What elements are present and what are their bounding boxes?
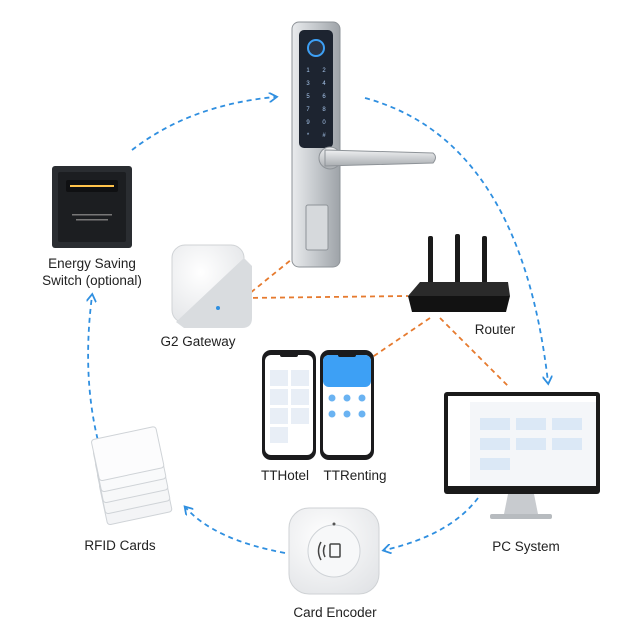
arrow-lock-to-pc <box>364 97 548 382</box>
svg-text:6: 6 <box>322 94 326 100</box>
svg-text:4: 4 <box>322 81 326 87</box>
svg-text:*: * <box>307 133 310 139</box>
arrow-pc-to-encoder <box>385 497 479 550</box>
smart-lock-image: 1 2 3 4 5 6 7 8 9 0 * # <box>291 21 436 268</box>
svg-text:8: 8 <box>322 107 326 113</box>
pc-system-image <box>444 392 600 519</box>
svg-text:2: 2 <box>322 68 326 74</box>
svg-text:0: 0 <box>322 120 326 126</box>
ttrenting-label: TTRenting <box>323 468 387 483</box>
ttrenting-phone-image <box>320 350 374 460</box>
cycle-arrows <box>88 97 548 553</box>
link-router-to-pc <box>439 317 511 389</box>
contactless-icon <box>317 541 341 561</box>
rfid-cards-image <box>91 426 173 526</box>
link-router-to-apps <box>367 317 431 361</box>
svg-text:9: 9 <box>306 120 310 126</box>
svg-text:#: # <box>322 133 326 139</box>
svg-text:1: 1 <box>306 68 310 74</box>
card-encoder-image <box>288 507 380 595</box>
tthotel-phone-image <box>262 350 316 460</box>
svg-text:7: 7 <box>306 107 310 113</box>
svg-text:3: 3 <box>306 81 310 87</box>
g2-gateway-label: G2 Gateway <box>160 334 236 349</box>
g2-gateway-image <box>171 244 252 328</box>
energy-saving-switch-label-line2: Switch (optional) <box>42 273 142 288</box>
fingerprint-sensor-icon <box>307 39 325 57</box>
router-label: Router <box>474 322 516 337</box>
energy-saving-switch-label-line1: Energy Saving <box>48 256 136 271</box>
arrow-switch-to-lock <box>131 97 275 151</box>
router-image <box>408 234 510 312</box>
pc-system-label: PC System <box>492 539 560 554</box>
network-links <box>243 237 511 389</box>
card-encoder-label: Card Encoder <box>293 605 377 620</box>
arrow-encoder-to-cards <box>186 508 286 554</box>
link-gateway-to-lock <box>243 237 319 299</box>
link-gateway-to-router <box>243 295 409 299</box>
energy-saving-switch-image <box>52 166 132 248</box>
tthotel-label: TTHotel <box>260 468 309 483</box>
svg-text:5: 5 <box>306 94 310 100</box>
rfid-cards-label: RFID Cards <box>84 538 156 553</box>
